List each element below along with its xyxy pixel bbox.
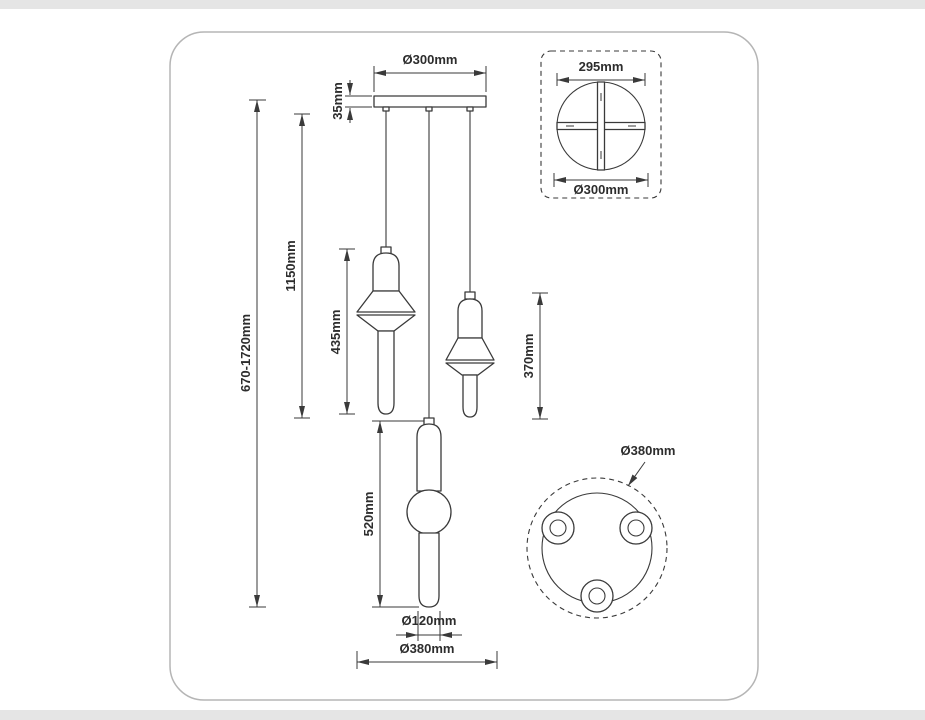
dim-pendant-right-height-label: 370mm — [521, 334, 536, 379]
pendant-right-cone-up — [445, 362, 495, 376]
dim-canopy-width-label: Ø300mm — [403, 52, 458, 67]
ceiling-canopy — [373, 95, 487, 112]
dim-plate-width-label: 295mm — [579, 59, 624, 74]
dim-plate-diameter-label: Ø300mm — [574, 182, 629, 197]
dim-cord-length-label: 1150mm — [283, 240, 298, 291]
dim-pendant-right-height: 370mm — [521, 292, 548, 420]
pendant-right — [445, 291, 495, 418]
pendant-left-cylinder — [372, 252, 400, 292]
pendant-right-tube — [462, 374, 478, 418]
top-view-lamp-left-inner — [549, 519, 567, 537]
fixture-top-view: Ø380mm — [526, 443, 676, 619]
dim-overall-height: 670-1720mm — [238, 99, 266, 608]
dim-pendant-center-height: 520mm — [361, 420, 424, 608]
top-view-outline-dashed — [526, 477, 668, 619]
dim-tube-diameter-label: Ø120mm — [402, 613, 457, 628]
dim-overall-height-label: 670-1720mm — [238, 314, 253, 392]
dim-fixture-width-label: Ø380mm — [400, 641, 455, 656]
dim-pendant-left-height-label: 435mm — [328, 310, 343, 355]
pendant-center-sphere — [406, 489, 452, 535]
cord-mount-left — [382, 106, 390, 112]
dim-pendant-center-height-label: 520mm — [361, 492, 376, 537]
dim-canopy-width: Ø300mm — [373, 52, 487, 92]
top-view-lamp-left — [541, 511, 575, 545]
suspension-cords — [385, 111, 471, 418]
pendant-center — [406, 417, 452, 608]
top-view-lamp-right — [619, 511, 653, 545]
dim-pendant-left-height: 435mm — [328, 248, 355, 415]
plate-detail-boundary — [540, 50, 662, 199]
canopy-bar — [373, 95, 487, 108]
dim-top-view-diameter-label: Ø380mm — [621, 443, 676, 458]
pendant-center-cylinder — [416, 423, 442, 492]
cord-mount-right — [466, 106, 474, 112]
dim-canopy-height: 35mm — [330, 80, 372, 123]
dim-fixture-width: Ø380mm — [356, 641, 498, 669]
top-margin-strip — [0, 0, 925, 9]
pendant-right-cap — [464, 291, 476, 300]
top-view-lamp-right-inner — [627, 519, 645, 537]
dim-canopy-height-label: 35mm — [330, 82, 345, 120]
pendant-right-cylinder — [457, 298, 483, 339]
pendant-left-tube — [377, 330, 395, 415]
cord-mount-center — [425, 106, 433, 112]
top-view-lamp-bottom — [580, 579, 614, 613]
pendant-left — [356, 246, 416, 415]
top-view-leader-line — [627, 461, 646, 487]
dim-tube-diameter: Ø120mm — [396, 611, 462, 641]
ceiling-plate-detail: 295mm Ø300mm — [540, 50, 662, 199]
pendant-right-cone-down — [445, 337, 495, 361]
bottom-margin-strip — [0, 710, 925, 720]
pendant-left-cone-down — [356, 290, 416, 313]
dim-cord-length: 1150mm — [283, 113, 310, 419]
pendant-center-tube — [418, 532, 440, 608]
top-view-lamp-bottom-inner — [588, 587, 606, 605]
